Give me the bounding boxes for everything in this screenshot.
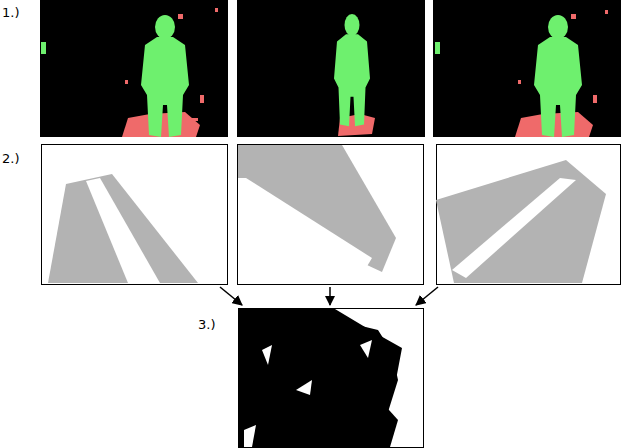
row-number: 1.) (2, 6, 19, 19)
shadow-cone-image (436, 145, 621, 285)
row-number: 2.) (2, 152, 19, 165)
segmentation-image (433, 0, 621, 137)
row-number: 3.) (198, 318, 215, 331)
combined-image (239, 309, 424, 448)
shadow-cone-image (42, 145, 228, 285)
merge-arrow (220, 287, 438, 305)
segmentation-image (237, 0, 425, 137)
shadow-cone-image (238, 145, 424, 285)
segmentation-image (40, 0, 228, 137)
